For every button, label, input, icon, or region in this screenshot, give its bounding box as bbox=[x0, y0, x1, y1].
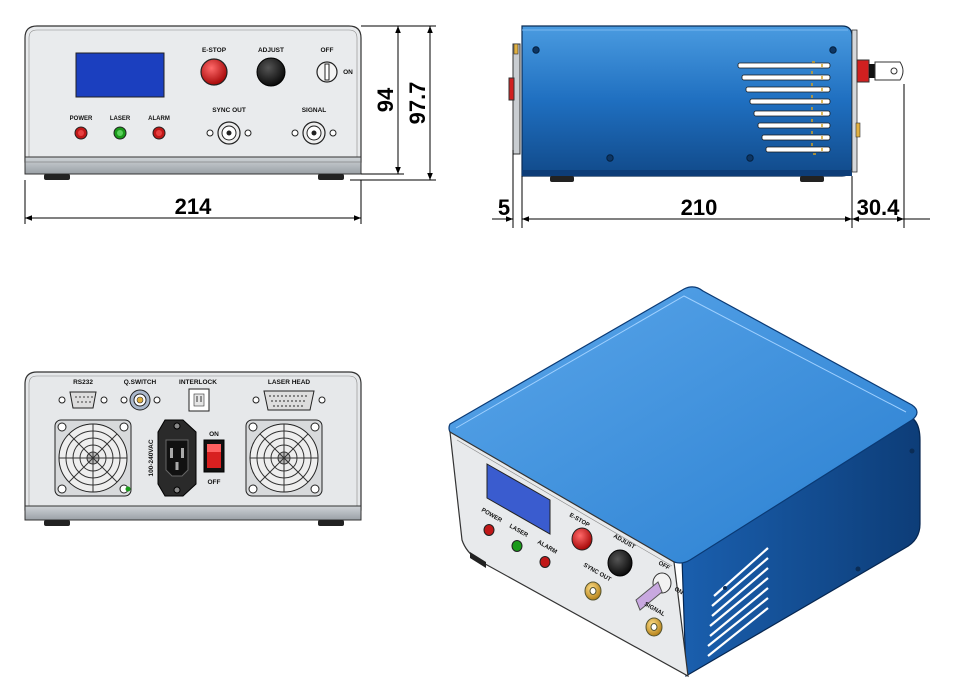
iso-view: POWER LASER ALARM E-STOP ADJUST SYNC OUT… bbox=[448, 286, 921, 678]
front-display bbox=[75, 52, 165, 98]
iso-display bbox=[486, 463, 551, 535]
iso-laser-led bbox=[511, 540, 523, 552]
front-adjust-knob bbox=[256, 57, 286, 87]
iso-label-off: OFF bbox=[657, 561, 671, 572]
iso-label-on: ON bbox=[673, 587, 684, 597]
rear-label-on: ON bbox=[209, 431, 219, 438]
front-label-signal: SIGNAL bbox=[302, 107, 327, 114]
front-label-power: POWER bbox=[70, 116, 93, 122]
rear-label-qswitch: Q.SWITCH bbox=[124, 379, 157, 386]
rear-rs232-connector bbox=[69, 391, 97, 409]
front-label-laser: LASER bbox=[110, 116, 131, 122]
side-view: 5 210 30.4 bbox=[492, 25, 930, 228]
rear-label-interlock: INTERLOCK bbox=[179, 379, 217, 386]
iso-power-led bbox=[483, 524, 495, 536]
front-label-on: ON bbox=[343, 69, 353, 76]
iso-adjust-knob bbox=[607, 549, 633, 577]
front-label-alarm: ALARM bbox=[148, 116, 170, 122]
rear-label-off: OFF bbox=[208, 479, 221, 486]
iso-estop-button bbox=[571, 527, 593, 551]
side-vents bbox=[737, 61, 831, 155]
rear-label-rs232: RS232 bbox=[73, 379, 93, 386]
front-label-sync-out: SYNC OUT bbox=[212, 107, 246, 114]
rear-fan-right bbox=[245, 419, 323, 497]
dim-front-width: 214 bbox=[175, 194, 212, 219]
dim-side-knob: 30.4 bbox=[857, 195, 901, 220]
iso-alarm-led bbox=[539, 556, 551, 568]
front-label-estop: E-STOP bbox=[202, 47, 227, 54]
rear-fan-left bbox=[54, 419, 132, 497]
iso-side-vents bbox=[707, 547, 769, 657]
dim-front-height-body: 94 bbox=[373, 87, 398, 112]
front-label-adjust: ADJUST bbox=[258, 47, 284, 54]
dim-side-depth: 210 bbox=[681, 195, 718, 220]
dim-front-height-total: 97.7 bbox=[405, 82, 430, 125]
front-estop-button bbox=[200, 58, 228, 86]
front-view: E-STOP ADJUST OFF ON POWER LASER ALARM S… bbox=[24, 25, 436, 224]
rear-label-voltage: 100-240VAC bbox=[148, 439, 155, 476]
dim-side-offset: 5 bbox=[498, 195, 510, 220]
rear-view: RS232 Q.SWITCH INTERLOCK LASER HEAD bbox=[24, 371, 362, 526]
front-label-off: OFF bbox=[321, 47, 334, 54]
rear-label-laser-head: LASER HEAD bbox=[268, 379, 311, 386]
